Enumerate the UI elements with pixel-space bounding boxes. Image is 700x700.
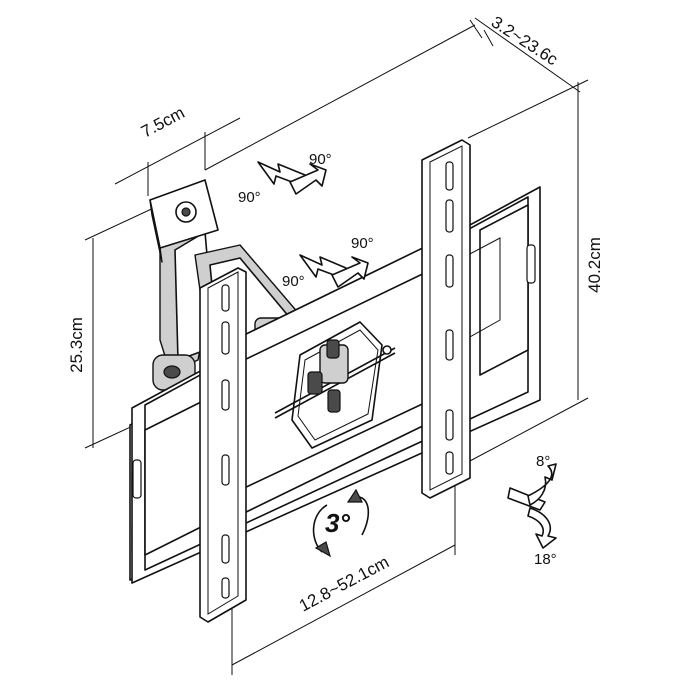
swivel-arrow-top-icon: [257, 161, 327, 195]
swivel-mid-right-label: 90°: [351, 235, 374, 252]
rotation-label: 3°: [325, 508, 350, 538]
swivel-arrow-mid-icon: [299, 254, 369, 288]
width-label: 12.8~52.1cm: [296, 552, 392, 615]
wall-plate-height-label: 25.3cm: [67, 317, 86, 373]
vertical-arm-left: [199, 267, 247, 623]
vertical-arm-right: [421, 139, 471, 499]
rotation-arrow-icon: [312, 488, 370, 558]
swivel-top-right-label: 90°: [309, 151, 332, 168]
tilt-arrow-icon: [507, 463, 557, 549]
tilt-down-label: 18°: [534, 551, 557, 568]
arm-width-label: 7.5cm: [138, 103, 188, 142]
tilt-up-label: 8°: [536, 453, 550, 470]
wall-bracket-head: [149, 179, 219, 263]
tilt-hub: [274, 321, 396, 449]
swivel-top-left-label: 90°: [238, 189, 261, 206]
height-label: 40.2cm: [585, 237, 604, 293]
swivel-mid-left-label: 90°: [282, 273, 305, 290]
depth-label: 3.2~23.6c: [488, 12, 562, 69]
